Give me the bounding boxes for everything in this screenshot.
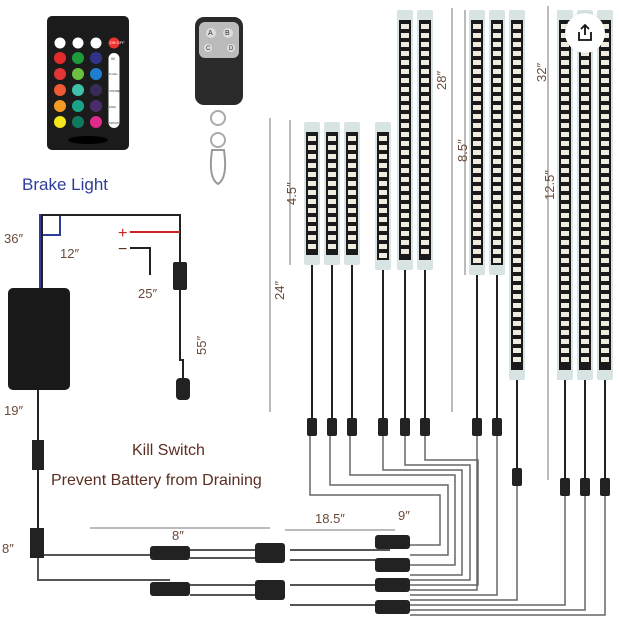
led-strip bbox=[469, 10, 485, 436]
color-button bbox=[90, 84, 102, 96]
control-box bbox=[8, 288, 70, 390]
key-a: A bbox=[208, 30, 213, 37]
color-button bbox=[54, 84, 66, 96]
led-strip bbox=[557, 10, 573, 496]
flash-label: FLASH bbox=[109, 72, 117, 76]
strip-connector bbox=[580, 478, 590, 496]
color-button bbox=[54, 116, 66, 128]
key-d: D bbox=[229, 46, 234, 52]
dim-28: 28″ bbox=[434, 71, 449, 90]
dim-24: 24″ bbox=[272, 281, 287, 300]
dim-19: 19″ bbox=[4, 403, 23, 418]
led-strips bbox=[304, 10, 613, 496]
dim-4-5: 4.5″ bbox=[284, 182, 299, 205]
led-strip bbox=[375, 122, 391, 436]
fade-label: FADE bbox=[109, 105, 116, 109]
prevent-draining-label: Prevent Battery from Draining bbox=[51, 472, 262, 489]
dim-55: 55″ bbox=[194, 336, 209, 355]
color-button bbox=[90, 116, 102, 128]
dim-32: 32″ bbox=[534, 63, 549, 82]
led-strip bbox=[344, 122, 360, 436]
led-strip bbox=[489, 10, 505, 436]
color-button bbox=[54, 68, 66, 80]
smooth-label: SMOOTH bbox=[109, 121, 121, 125]
strip-connector bbox=[327, 418, 337, 436]
minus-label: − bbox=[118, 241, 127, 258]
strip-connector bbox=[307, 418, 317, 436]
share-icon bbox=[578, 23, 592, 41]
ir-remote: ON OFF W FLASH STROBE FADE SMOOTH bbox=[47, 16, 129, 150]
color-button bbox=[54, 100, 66, 112]
plus-label: + bbox=[118, 225, 127, 242]
led-strip bbox=[597, 10, 613, 496]
dimension-lines bbox=[90, 6, 559, 531]
connectors bbox=[150, 535, 410, 614]
dim-8-5: 8.5″ bbox=[455, 139, 470, 162]
strip-connector bbox=[347, 418, 357, 436]
color-button bbox=[54, 52, 66, 64]
brake-light-label: Brake Light bbox=[22, 175, 108, 194]
led-strip bbox=[577, 10, 593, 496]
dim-25: 25″ bbox=[138, 286, 157, 301]
led-strip bbox=[304, 122, 320, 436]
dim-36: 36″ bbox=[4, 231, 23, 246]
led-strip bbox=[417, 10, 433, 436]
strip-connector bbox=[512, 468, 522, 486]
fuse-holder bbox=[173, 262, 187, 290]
strip-connector bbox=[472, 418, 482, 436]
dim-12: 12″ bbox=[60, 246, 79, 261]
dim-8-mid: 8″ bbox=[172, 528, 184, 543]
dim-8-left: 8″ bbox=[2, 541, 14, 556]
dim-9: 9″ bbox=[398, 508, 410, 523]
dim-18-5: 18.5″ bbox=[315, 511, 345, 526]
color-button bbox=[90, 52, 102, 64]
kill-switch[interactable] bbox=[176, 378, 190, 400]
wiring bbox=[37, 214, 606, 616]
on-off-label: ON OFF bbox=[110, 40, 126, 45]
strip-connector bbox=[492, 418, 502, 436]
w-label: W bbox=[111, 56, 115, 61]
led-strip bbox=[324, 122, 340, 436]
key-b: B bbox=[225, 30, 230, 37]
color-button bbox=[72, 116, 84, 128]
keyfob-remote: A B C D bbox=[195, 17, 243, 186]
dim-12-5: 12.5″ bbox=[542, 170, 557, 200]
color-button bbox=[90, 68, 102, 80]
kill-switch-label: Kill Switch bbox=[132, 442, 205, 459]
color-button bbox=[72, 52, 84, 64]
color-button bbox=[72, 84, 84, 96]
key-c: C bbox=[206, 46, 211, 52]
strip-connector bbox=[600, 478, 610, 496]
strip-connector bbox=[560, 478, 570, 496]
strip-connector bbox=[420, 418, 430, 436]
color-button bbox=[72, 100, 84, 112]
led-strip bbox=[397, 10, 413, 436]
share-button[interactable] bbox=[565, 13, 605, 53]
strobe-label: STROBE bbox=[109, 89, 120, 93]
color-button bbox=[72, 68, 84, 80]
led-strip bbox=[509, 10, 525, 486]
strip-connector bbox=[378, 418, 388, 436]
strip-connector bbox=[400, 418, 410, 436]
color-button bbox=[90, 100, 102, 112]
